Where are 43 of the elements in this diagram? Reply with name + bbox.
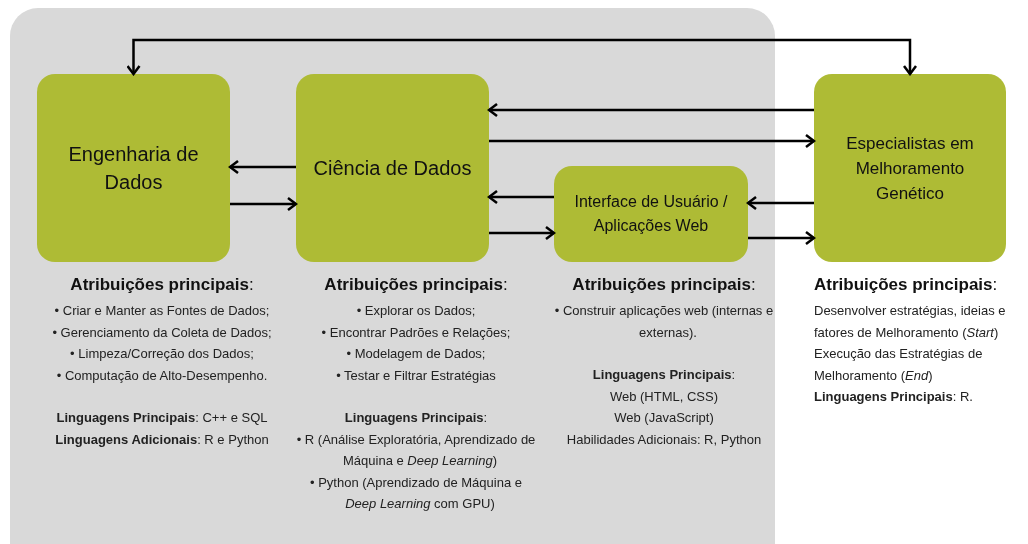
role-title: Engenharia de Dados [67, 142, 200, 195]
arrow [487, 102, 814, 118]
description-text: • Construir aplicações web (internas e externas). [554, 302, 774, 342]
arrow [126, 38, 918, 76]
section-heading: Atribuições principais: [571, 274, 757, 296]
description-text: Habilidades Adicionais: R, Python [565, 430, 763, 449]
description-text: • Criar e Manter as Fontes de Dados; [53, 302, 271, 320]
description-text: • Modelagem de Dados; [345, 345, 487, 363]
description-text: Web (HTML, CSS) [608, 387, 720, 406]
description-text: Linguagens Principais: [591, 366, 737, 384]
arrow [748, 230, 816, 246]
description-text: • Python (Aprendizado de Máquina e Deep Learning com GPU) [309, 473, 523, 513]
description-text: Desenvolver estratégias, ideias e fatores de Melhoramento (Start) [814, 302, 1007, 342]
description-text: • Gerenciamento da Coleta de Dados; [51, 323, 273, 342]
description-text: Web (JavaScript) [613, 409, 715, 427]
role-box [296, 74, 489, 262]
role-title: Especialistas em Melhoramento Genético [845, 132, 975, 205]
background-panel [10, 8, 775, 544]
arrow [489, 133, 816, 149]
description-text: • R (Análise Exploratória, Aprendizado de Máquina e Deep Learning) [296, 430, 536, 470]
section-heading: Atribuições principais: [323, 274, 509, 296]
description-text: • Computação de Alto-Desempenho. [55, 366, 269, 385]
section-heading: Atribuições principais: [814, 274, 999, 296]
arrow [228, 159, 296, 175]
role-box [814, 74, 1006, 262]
arrow [746, 195, 814, 211]
role-box [37, 74, 230, 262]
role-title: Interface de Usuário / Aplicações Web [573, 192, 729, 236]
description-text: • Limpeza/Correção dos Dados; [69, 345, 255, 363]
role-box [554, 166, 748, 262]
role-title: Ciência de Dados [313, 156, 472, 181]
description-text: • Testar e Filtrar Estratégias [335, 366, 497, 385]
section-heading: Atribuições principais: [69, 274, 255, 296]
arrow [489, 225, 556, 241]
arrow [487, 189, 554, 205]
description-text: Execução das Estratégias de Melhoramento (End) [814, 345, 984, 385]
description-text: • Explorar os Dados; [355, 302, 477, 320]
description-text: Linguagens Principais: [343, 409, 489, 427]
description-text: Linguagens Principais: C++ e SQL [55, 409, 269, 427]
description-text: Linguagens Adicionais: R e Python [54, 430, 270, 449]
description-text: • Encontrar Padrões e Relações; [320, 323, 512, 342]
description-text: Linguagens Principais: R. [814, 388, 974, 406]
arrow [230, 196, 298, 212]
